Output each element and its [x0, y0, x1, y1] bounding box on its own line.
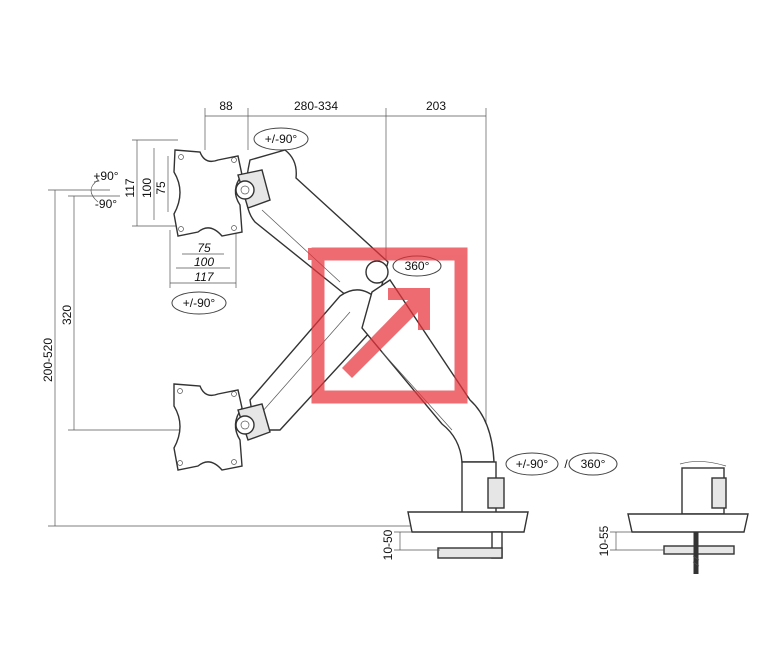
dim-vesa-100-vertical: 100 [140, 178, 154, 198]
vesa-horizontal-dimension-lines [169, 230, 237, 288]
red-square-arrow-logo [308, 247, 468, 404]
lower-arm-detail [261, 311, 351, 413]
dim-height-320: 320 [60, 305, 74, 325]
grommet-washer [663, 545, 735, 555]
base-rotation-label: 360° [581, 457, 606, 471]
tilt-down-label: -90° [95, 197, 117, 211]
clamp-base-plate [407, 511, 529, 533]
dim-vesa-75-horizontal: 75 [197, 241, 211, 255]
base-rotation-oval [568, 452, 618, 476]
base-swivel-label: +/-90° [516, 457, 549, 471]
pole-cap [487, 477, 505, 509]
dim-203: 203 [426, 99, 446, 113]
upper-arm-hinge [235, 180, 255, 200]
dim-88: 88 [219, 99, 233, 113]
clamp-dimension-lines [394, 531, 440, 551]
tilt-arrow-icon [90, 176, 100, 203]
base-swivel-oval [505, 452, 559, 476]
mid-swivel-oval [171, 291, 227, 315]
top-swivel-label: +/-90° [265, 132, 298, 146]
joint-rotation-label: 360° [405, 259, 430, 273]
grommet-pole-cap [711, 477, 727, 509]
clamp-lower-plate [437, 547, 503, 559]
bottom-vesa-plate [173, 383, 243, 471]
upper-arm-detail [261, 209, 341, 283]
bottom-vesa-holes [177, 388, 237, 466]
dim-vesa-100-horizontal: 100 [194, 255, 214, 269]
grommet-pole-top [679, 461, 727, 467]
top-swivel-oval [253, 127, 309, 151]
top-vesa-plate [173, 149, 243, 237]
rotation-separator: / [564, 457, 568, 471]
dim-280-334: 280-334 [294, 99, 338, 113]
dim-clamp-10-50: 10-50 [381, 529, 395, 560]
grommet-base-plate [627, 513, 749, 533]
dim-vesa-117-vertical: 117 [123, 178, 137, 197]
dim-vesa-75-vertical: 75 [154, 181, 168, 195]
upper-arm-joint [365, 260, 389, 284]
dim-height-200-520: 200-520 [41, 338, 55, 382]
dim-vesa-117-horizontal: 117 [194, 270, 214, 284]
dim-grommet-10-55: 10-55 [597, 525, 611, 556]
vesa-vertical-dimension-lines [132, 139, 178, 227]
tilt-up-label: +90° [93, 169, 118, 183]
top-vesa-holes [178, 154, 237, 232]
mid-swivel-label: +/-90° [183, 296, 216, 310]
bottom-arm-hinge [235, 415, 255, 435]
grommet-dimension-lines [610, 531, 664, 551]
